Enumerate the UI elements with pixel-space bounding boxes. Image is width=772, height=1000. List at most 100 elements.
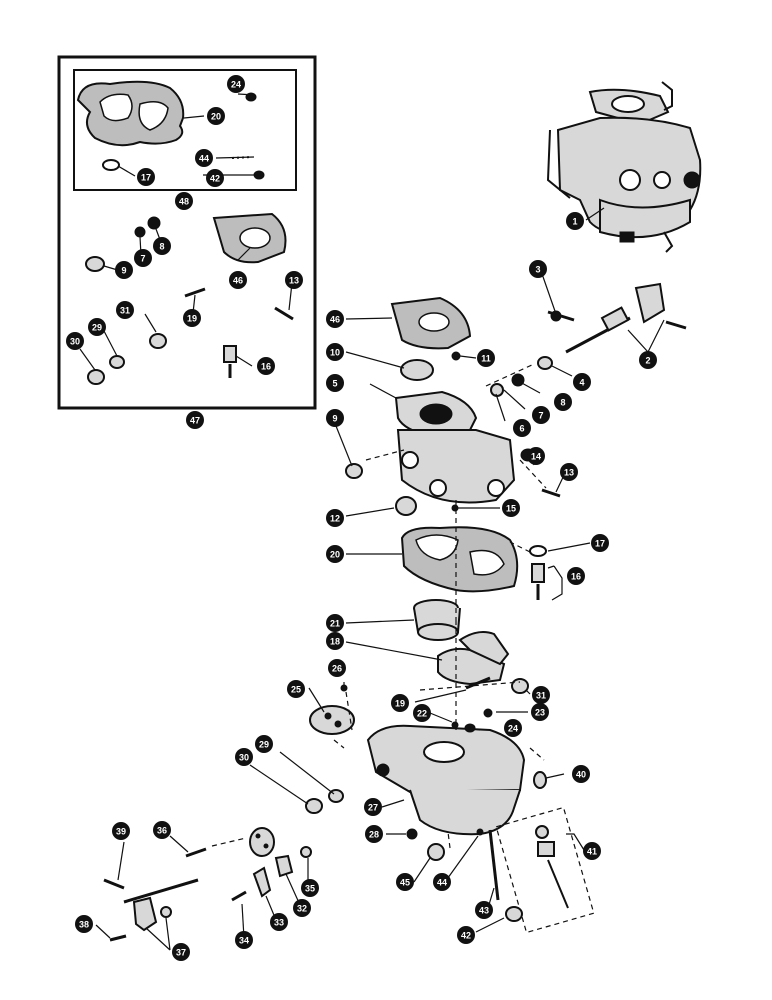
throttle-body-5 — [345, 296, 561, 516]
callout-31-kit: 31 — [116, 301, 134, 319]
svg-text:7: 7 — [140, 254, 145, 264]
svg-text:30: 30 — [70, 337, 80, 347]
bushing-30 — [305, 798, 323, 814]
svg-text:34: 34 — [239, 936, 249, 946]
svg-text:47: 47 — [190, 416, 200, 426]
svg-text:18: 18 — [330, 637, 340, 647]
callout-43: 43 — [475, 901, 493, 919]
callout-8-kit: 8 — [153, 237, 171, 255]
svg-text:46: 46 — [330, 315, 340, 325]
callout-22: 22 — [413, 704, 431, 722]
callout-37: 37 — [172, 943, 190, 961]
callout-16: 16 — [567, 567, 585, 585]
svg-text:20: 20 — [330, 550, 340, 560]
callout-10: 10 — [326, 343, 344, 361]
kit-plug-9 — [85, 256, 105, 272]
svg-text:17: 17 — [595, 539, 605, 549]
throttle-plate-10 — [400, 359, 434, 381]
svg-text:29: 29 — [92, 323, 102, 333]
callout-32: 32 — [293, 899, 311, 917]
callout-44-kit: 44 — [195, 149, 213, 167]
callout-20: 20 — [326, 545, 344, 563]
kit-nut-7 — [134, 226, 146, 238]
svg-text:19: 19 — [395, 699, 405, 709]
svg-text:21: 21 — [330, 619, 340, 629]
callout-42: 42 — [457, 926, 475, 944]
callout-30: 30 — [235, 748, 253, 766]
callout-5: 5 — [326, 374, 344, 392]
svg-text:20: 20 — [211, 112, 221, 122]
leader-lines — [79, 93, 665, 951]
svg-text:9: 9 — [121, 266, 126, 276]
svg-text:44: 44 — [199, 154, 209, 164]
kit-needle-seat-16 — [223, 345, 237, 363]
svg-text:36: 36 — [157, 826, 167, 836]
callout-4: 4 — [573, 373, 591, 391]
callout-17-kit: 17 — [137, 168, 155, 186]
svg-text:14: 14 — [531, 452, 541, 462]
callout-19: 19 — [391, 694, 409, 712]
svg-text:28: 28 — [369, 830, 379, 840]
fuel-bowl-27 — [366, 708, 547, 836]
callout-7-kit: 7 — [134, 249, 152, 267]
callout-19-kit: 19 — [183, 309, 201, 327]
svg-text:26: 26 — [332, 664, 342, 674]
assembly-guides — [211, 363, 547, 849]
callout-21: 21 — [326, 614, 344, 632]
svg-text:39: 39 — [116, 827, 126, 837]
callout-15: 15 — [502, 499, 520, 517]
callout-46: 46 — [326, 310, 344, 328]
drain-plug-12 — [395, 496, 417, 516]
callout-48: 48 — [175, 192, 193, 210]
gasket-kit-box — [73, 69, 297, 191]
svg-text:37: 37 — [176, 948, 186, 958]
callout-33: 33 — [270, 913, 288, 931]
svg-text:11: 11 — [481, 354, 491, 364]
kit-bushing-31 — [149, 333, 167, 349]
svg-text:48: 48 — [179, 197, 189, 207]
callout-2: 2 — [639, 351, 657, 369]
svg-text:17: 17 — [141, 173, 151, 183]
callout-24-kit: 24 — [227, 75, 245, 93]
svg-text:8: 8 — [560, 398, 565, 408]
svg-text:15: 15 — [506, 504, 516, 514]
callout-17: 17 — [591, 534, 609, 552]
callout-34: 34 — [235, 931, 253, 949]
callout-14: 14 — [527, 447, 545, 465]
svg-text:13: 13 — [564, 468, 574, 478]
svg-text:7: 7 — [538, 411, 543, 421]
callout-45: 45 — [396, 873, 414, 891]
callout-3: 3 — [529, 260, 547, 278]
svg-text:31: 31 — [120, 306, 130, 316]
callout-18: 18 — [326, 632, 344, 650]
svg-text:10: 10 — [330, 348, 340, 358]
svg-text:5: 5 — [332, 379, 337, 389]
kit-bushing-30 — [87, 369, 105, 385]
svg-text:44: 44 — [437, 878, 447, 888]
svg-text:31: 31 — [536, 691, 546, 701]
callout-13-kit: 13 — [285, 271, 303, 289]
svg-text:25: 25 — [291, 685, 301, 695]
repair-kit-box — [57, 55, 317, 410]
callout-1: 1 — [566, 212, 584, 230]
callout-9-kit: 9 — [115, 261, 133, 279]
bowl-gasket-20 — [400, 526, 547, 600]
callout-9: 9 — [326, 409, 344, 427]
callout-39: 39 — [112, 822, 130, 840]
callout-40: 40 — [572, 765, 590, 783]
svg-text:29: 29 — [259, 740, 269, 750]
callout-16-kit: 16 — [257, 357, 275, 375]
svg-text:16: 16 — [261, 362, 271, 372]
callout-38: 38 — [75, 915, 93, 933]
svg-text:2: 2 — [645, 356, 650, 366]
callout-42-kit: 42 — [206, 169, 224, 187]
callout-24: 24 — [504, 719, 522, 737]
callout-23: 23 — [531, 703, 549, 721]
svg-text:8: 8 — [159, 242, 164, 252]
venturi-21 — [413, 599, 461, 641]
svg-text:43: 43 — [479, 906, 489, 916]
callout-8: 8 — [554, 393, 572, 411]
svg-text:42: 42 — [461, 931, 471, 941]
callout-12: 12 — [326, 509, 344, 527]
